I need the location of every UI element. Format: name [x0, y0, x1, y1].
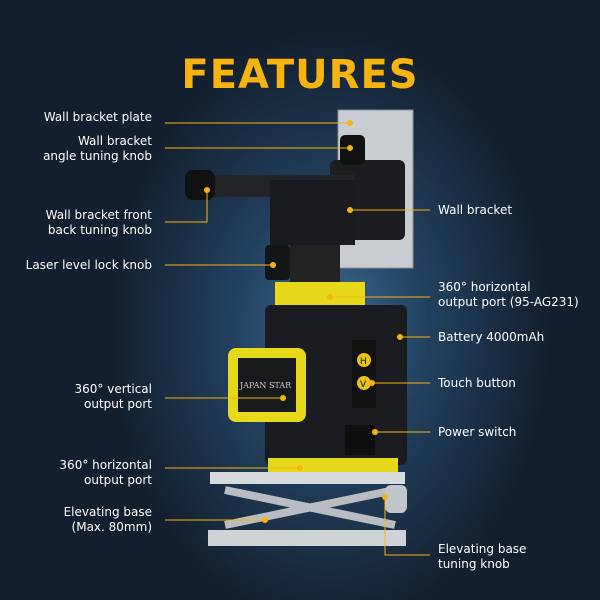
label-line: Wall bracket	[77, 134, 152, 148]
label-line: Laser level lock knob	[25, 258, 152, 272]
label-wall-bracket: Wall bracket	[438, 203, 512, 218]
label-line: output port	[84, 473, 152, 487]
label-line: Elevating base	[438, 542, 527, 556]
leader-dots	[204, 120, 403, 523]
leader-lines	[165, 122, 430, 556]
label-line: Wall bracket plate	[43, 110, 152, 124]
label-line: Touch button	[438, 376, 516, 390]
brand-text: JAPAN STAR	[239, 381, 292, 390]
page-title: FEATURES	[181, 52, 419, 98]
label-line: Elevating base	[63, 505, 152, 519]
bracket-block	[270, 180, 355, 245]
power-switch[interactable]	[345, 425, 375, 455]
bottom-ring	[268, 458, 398, 472]
h-letter: H	[360, 357, 367, 367]
v-button[interactable]	[357, 376, 371, 390]
label-lock-knob: Laser level lock knob	[26, 258, 152, 273]
label-battery: Battery 4000mAh	[438, 330, 544, 345]
lock-knob	[265, 245, 290, 280]
label-line: output port	[84, 397, 152, 411]
label-line: Wall bracket	[438, 203, 513, 217]
label-wall-bracket-plate: Wall bracket plate	[44, 110, 152, 125]
label-line: Battery 4000mAh	[438, 330, 545, 344]
scissor-lift	[224, 486, 396, 529]
base-top	[210, 472, 405, 484]
label-line: 360° vertical	[74, 382, 152, 396]
touch-panel	[352, 340, 376, 408]
label-line: angle tuning knob	[43, 149, 152, 163]
h-button[interactable]	[357, 353, 371, 367]
label-touch-button: Touch button	[438, 376, 516, 391]
label-line: 360° horizontal	[59, 458, 152, 472]
label-line: (Max. 80mm)	[71, 520, 152, 534]
label-line: Power switch	[438, 425, 517, 439]
label-line: Wall bracket front	[45, 208, 152, 222]
label-power-switch: Power switch	[438, 425, 516, 440]
label-line: 360° horizontal	[438, 280, 531, 294]
base-tuning-knob	[385, 485, 407, 513]
angle-knob	[340, 135, 365, 165]
label-elevating-base: Elevating base(Max. 80mm)	[64, 505, 152, 535]
label-line: tuning knob	[438, 557, 510, 571]
front-back-knob	[185, 170, 215, 200]
vertical-port-window	[238, 358, 296, 412]
label-line: output port (95-AG231)	[438, 295, 579, 309]
v-letter: V	[360, 380, 367, 390]
label-line: back tuning knob	[47, 223, 152, 237]
base-bottom	[208, 530, 406, 546]
